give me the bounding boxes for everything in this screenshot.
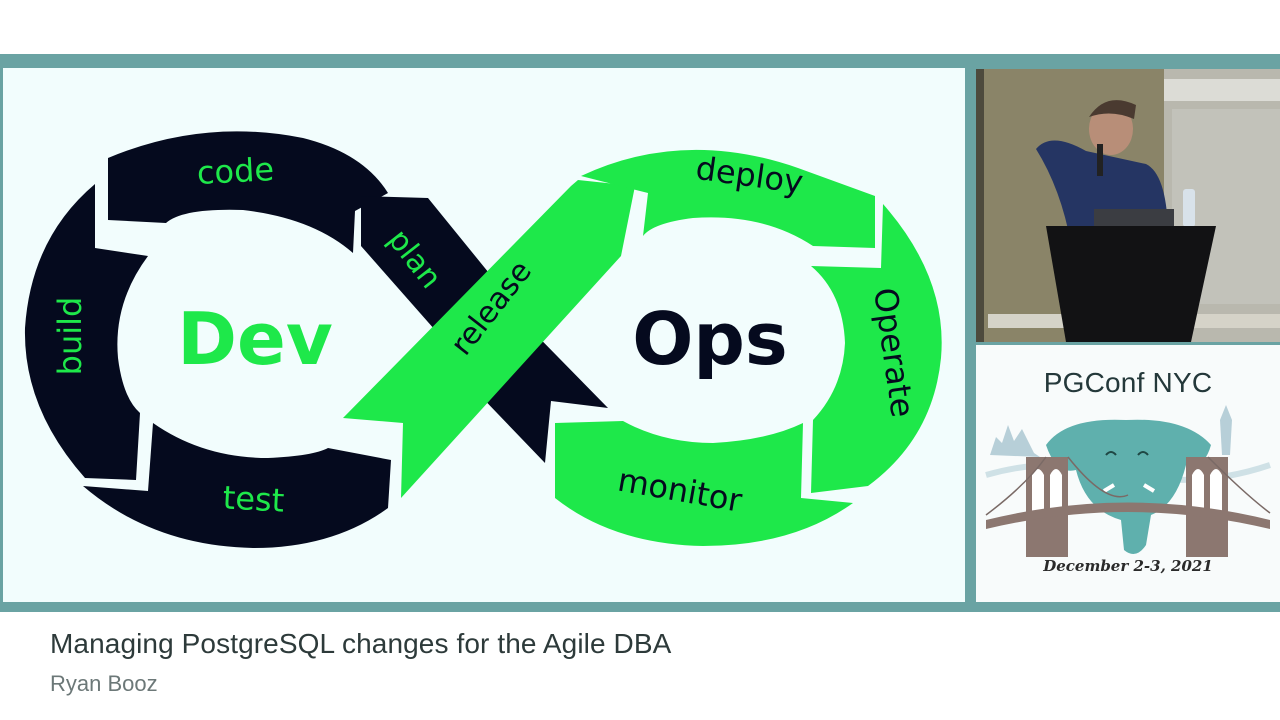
segment-deploy [581, 149, 875, 248]
conference-name: PGConf NYC [1043, 367, 1213, 398]
talk-title: Managing PostgreSQL changes for the Agil… [50, 628, 672, 659]
segment-code [108, 131, 388, 253]
speaker-video-frame [976, 69, 1280, 342]
label-code: code [196, 150, 275, 192]
conference-date: December 2-3, 2021 [1043, 557, 1213, 575]
ops-label: Ops [632, 297, 788, 381]
segment-release [343, 180, 635, 498]
speaker-name: Ryan Booz [50, 671, 158, 696]
speaker-video [976, 69, 1280, 342]
pgconf-elephant-logo [985, 405, 1271, 557]
label-build: build [51, 297, 89, 376]
segment-operate [811, 204, 942, 493]
label-test: test [222, 478, 285, 519]
devops-infinity-diagram: Dev Ops code build test plan release dep… [24, 131, 942, 548]
segment-build [24, 184, 148, 480]
segment-plan [361, 196, 493, 330]
segment-test [83, 423, 391, 548]
presentation-slide: Dev Ops code build test plan release dep… [3, 68, 965, 602]
conference-logo-panel: PGConf NYC December 2-3, 2021 [976, 345, 1280, 602]
dev-label: Dev [177, 297, 333, 381]
segment-monitor [555, 421, 853, 546]
